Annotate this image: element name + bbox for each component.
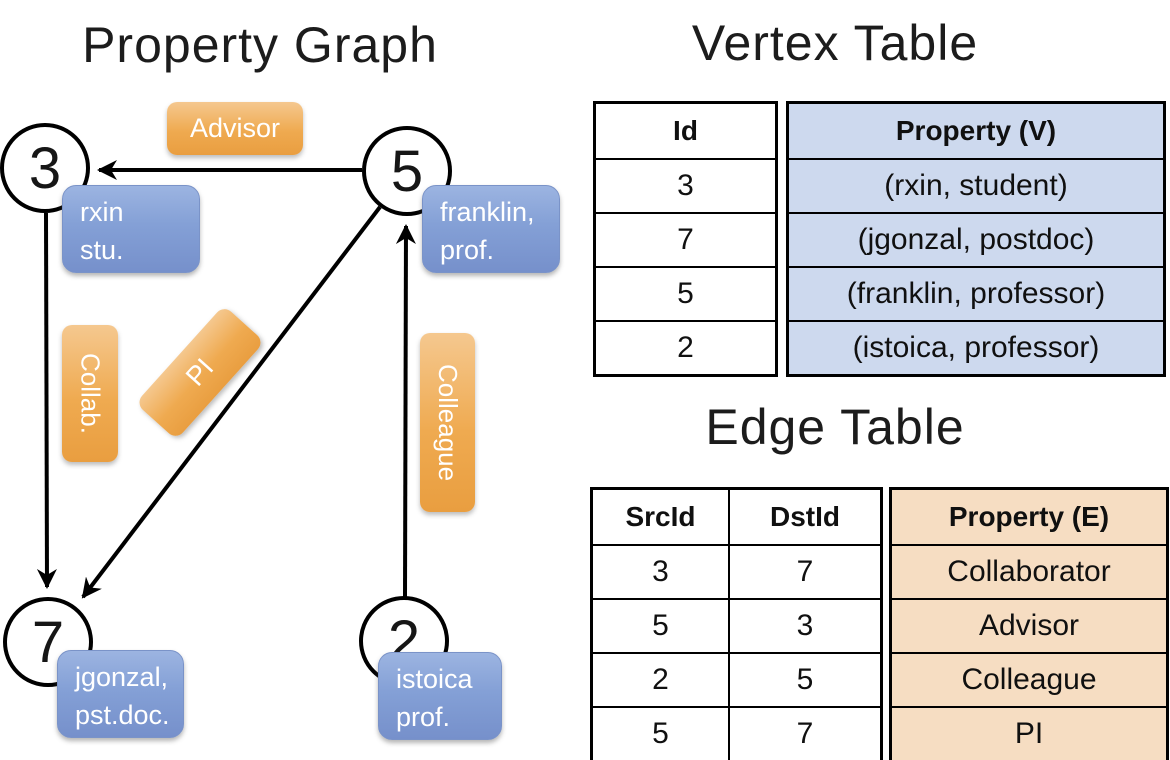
node-5-property-line2: prof. bbox=[440, 235, 495, 265]
edge-property-cell: Advisor bbox=[892, 598, 1166, 652]
edge-srcid-cell: 5 bbox=[593, 598, 728, 652]
node-2-property-line2: prof. bbox=[396, 702, 451, 732]
edge-label-pi: PI bbox=[135, 305, 265, 440]
node-3-property-box: rxin stu. bbox=[62, 185, 200, 273]
vertex-id-cell: 5 bbox=[596, 266, 775, 320]
node-2-property-box: istoica prof. bbox=[378, 652, 502, 740]
node-3-id: 3 bbox=[28, 135, 62, 201]
edge-dstid-cell: 7 bbox=[728, 544, 880, 598]
vertex-table: Id 3 7 5 2 Property (V) (rxin, student) … bbox=[593, 101, 1166, 377]
edge-table-property-column: Property (E) Collaborator Advisor Collea… bbox=[889, 487, 1169, 760]
node-2-property-line1: istoica bbox=[396, 664, 473, 694]
graph-node-5: 5 bbox=[362, 126, 452, 216]
vertex-table-id-column: Id 3 7 5 2 bbox=[593, 101, 778, 377]
edge-srcid-cell: 5 bbox=[593, 706, 728, 760]
edge-srcid-cell: 2 bbox=[593, 652, 728, 706]
edge-srcid-cell: 3 bbox=[593, 544, 728, 598]
edge-dstid-header: DstId bbox=[728, 490, 880, 544]
vertex-table-title: Vertex Table bbox=[691, 15, 979, 71]
vertex-property-cell: (rxin, student) bbox=[789, 158, 1163, 212]
node-5-id: 5 bbox=[390, 138, 424, 204]
node-3-property-line1: rxin bbox=[80, 197, 124, 227]
edge-table-title: Edge Table bbox=[705, 399, 965, 455]
edge-property-cell: Collaborator bbox=[892, 544, 1166, 598]
edge-label-colleague: Colleague bbox=[420, 333, 475, 512]
graph-node-3: 3 bbox=[0, 123, 90, 213]
edge-srcid-header: SrcId bbox=[625, 501, 696, 532]
edge-property-cell: Colleague bbox=[892, 652, 1166, 706]
vertex-property-cell: (franklin, professor) bbox=[789, 266, 1163, 320]
edge-label-collab: Collab. bbox=[62, 325, 118, 462]
edge-table: SrcId DstId 3 7 5 3 2 5 5 7 Property (E)… bbox=[590, 487, 1169, 760]
node-7-property-line1: jgonzal, bbox=[75, 662, 169, 692]
node-5-property-box: franklin, prof. bbox=[422, 185, 560, 273]
edge-table-id-columns: SrcId DstId 3 7 5 3 2 5 5 7 bbox=[590, 487, 883, 760]
vertex-id-cell: 2 bbox=[596, 320, 775, 374]
edge-property-cell: PI bbox=[892, 706, 1166, 760]
vertex-property-cell: (jgonzal, postdoc) bbox=[789, 212, 1163, 266]
vertex-id-cell: 3 bbox=[596, 158, 775, 212]
node-7-property-line2: pst.doc. bbox=[75, 700, 170, 730]
edge-colleague-2-to-5 bbox=[395, 224, 416, 598]
vertex-table-property-column: Property (V) (rxin, student) (jgonzal, p… bbox=[786, 101, 1166, 377]
node-5-property-line1: franklin, bbox=[440, 197, 535, 227]
vertex-property-header: Property (V) bbox=[789, 104, 1163, 158]
edge-label-advisor: Advisor bbox=[167, 102, 303, 155]
node-7-property-box: jgonzal, pst.doc. bbox=[57, 650, 184, 738]
edge-dstid-cell: 3 bbox=[728, 598, 880, 652]
vertex-id-header: Id bbox=[673, 115, 698, 146]
edge-dstid-cell: 5 bbox=[728, 652, 880, 706]
edge-dstid-cell: 7 bbox=[728, 706, 880, 760]
property-graph-title: Property Graph bbox=[82, 17, 438, 73]
edge-collab-3-to-7 bbox=[36, 212, 57, 589]
vertex-id-cell: 7 bbox=[596, 212, 775, 266]
node-3-property-line2: stu. bbox=[80, 235, 124, 265]
vertex-property-cell: (istoica, professor) bbox=[789, 320, 1163, 374]
edge-property-header: Property (E) bbox=[892, 490, 1166, 544]
